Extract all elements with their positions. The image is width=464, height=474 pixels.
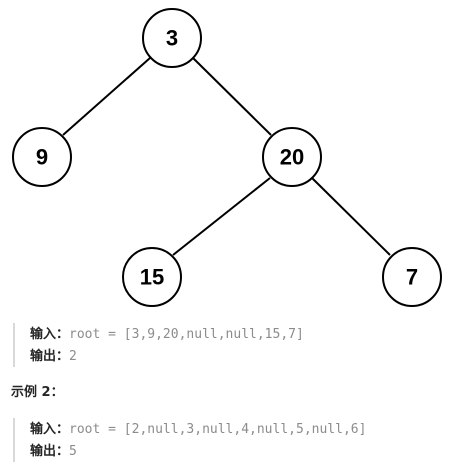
input-value: root = [2,null,3,null,4,null,5,null,6]	[69, 422, 367, 437]
node-circle	[262, 127, 322, 187]
input-label: 输入：	[30, 422, 70, 437]
output-label: 输出：	[30, 349, 70, 364]
output-row: 输出：5	[30, 440, 366, 462]
input-value: root = [3,9,20,null,null,15,7]	[69, 327, 304, 342]
tree-node-20: 20	[262, 127, 322, 187]
example-1-io-block: 输入：root = [3,9,20,null,null,15,7] 输出：2	[13, 323, 304, 367]
node-label: 9	[36, 145, 48, 170]
node-circle	[382, 247, 442, 307]
node-circle	[122, 247, 182, 307]
binary-tree-diagram: 3 9 20 15 7	[12, 8, 442, 307]
tree-node-15: 15	[122, 247, 182, 307]
input-row: 输入：root = [2,null,3,null,4,null,5,null,6…	[30, 418, 366, 440]
output-row: 输出：2	[30, 345, 304, 367]
node-label: 3	[166, 26, 178, 51]
tree-node-7: 7	[382, 247, 442, 307]
output-value: 2	[69, 349, 77, 364]
edge-3-9	[62, 57, 151, 136]
edge-3-20	[192, 57, 272, 136]
example-2-heading: 示例 2：	[11, 385, 64, 400]
edge-20-15	[172, 177, 271, 256]
tree-node-9: 9	[12, 127, 72, 187]
node-circle	[142, 8, 202, 68]
node-label: 20	[280, 145, 304, 170]
node-label: 15	[140, 265, 164, 290]
example-2-io-block: 输入：root = [2,null,3,null,4,null,5,null,6…	[13, 418, 366, 462]
edge-20-7	[311, 177, 391, 256]
input-label: 输入：	[30, 327, 70, 342]
node-label: 7	[406, 265, 418, 290]
tree-edges	[62, 57, 391, 256]
output-value: 5	[69, 444, 77, 459]
output-label: 输出：	[30, 444, 70, 459]
input-row: 输入：root = [3,9,20,null,null,15,7]	[30, 323, 304, 345]
tree-node-3: 3	[142, 8, 202, 68]
node-circle	[12, 127, 72, 187]
